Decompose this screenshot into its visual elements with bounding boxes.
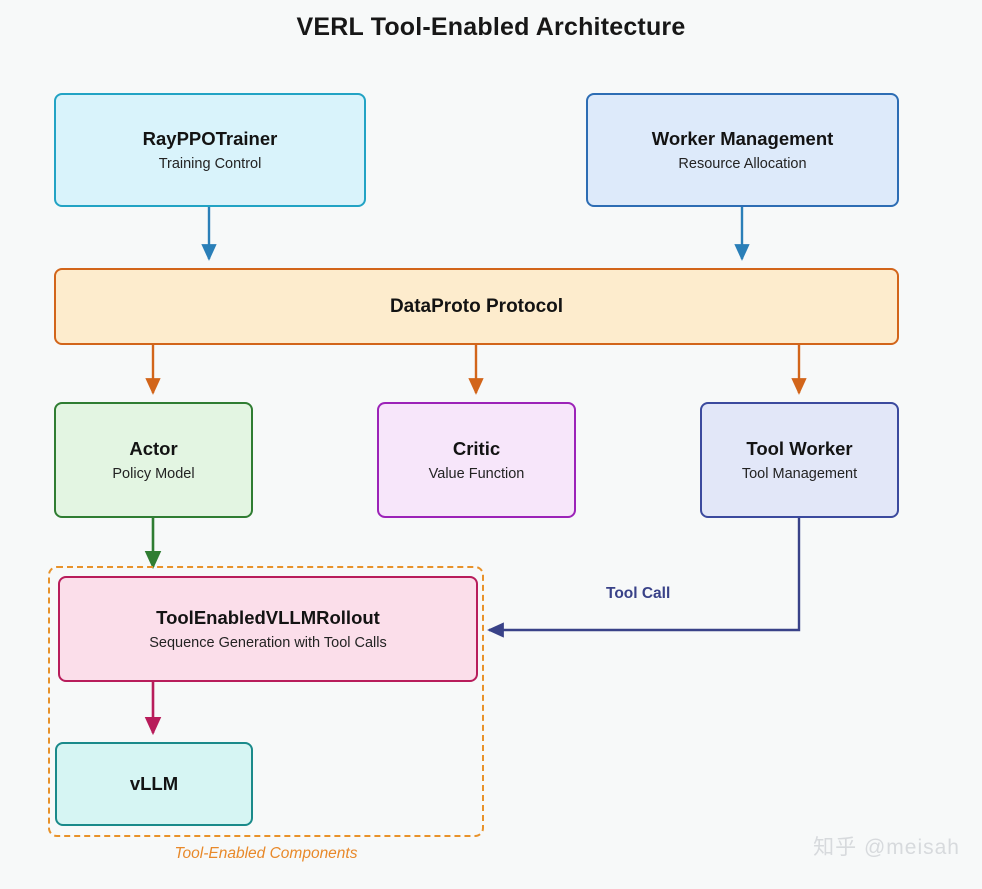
node-title: DataProto Protocol [389, 295, 564, 317]
node-rayppotrainer[interactable]: RayPPOTrainer Training Control [54, 93, 366, 207]
node-critic[interactable]: Critic Value Function [377, 402, 576, 518]
node-title: Tool Worker [746, 437, 853, 459]
node-title: Actor [129, 437, 178, 459]
node-title: vLLM [129, 773, 179, 795]
node-toolenabledvllmrollout[interactable]: ToolEnabledVLLMRollout Sequence Generati… [58, 576, 478, 682]
edge-tool-worker-to-rollout [487, 518, 801, 638]
node-subtitle: Resource Allocation [678, 155, 807, 172]
node-subtitle: Sequence Generation with Tool Calls [149, 634, 387, 651]
node-title: ToolEnabledVLLMRollout [156, 606, 380, 628]
node-title: Worker Management [651, 127, 834, 149]
node-worker-management[interactable]: Worker Management Resource Allocation [586, 93, 899, 207]
subgraph-tool-enabled-components [48, 566, 484, 837]
node-subtitle: Value Function [428, 465, 525, 482]
node-title: RayPPOTrainer [142, 127, 278, 149]
node-actor[interactable]: Actor Policy Model [54, 402, 253, 518]
subgraph-label: Tool-Enabled Components [174, 845, 358, 862]
node-subtitle: Training Control [158, 155, 262, 172]
edge-label-tool-call: Tool Call [606, 585, 671, 602]
node-title: Critic [452, 437, 501, 459]
node-vllm[interactable]: vLLM [55, 742, 253, 826]
watermark: 知乎 @meisah [813, 836, 960, 859]
node-dataproto-protocol[interactable]: DataProto Protocol [54, 268, 899, 345]
node-subtitle: Policy Model [112, 465, 195, 482]
node-tool-worker[interactable]: Tool Worker Tool Management [700, 402, 899, 518]
page-title: VERL Tool-Enabled Architecture [296, 13, 686, 41]
node-subtitle: Tool Management [741, 465, 858, 482]
